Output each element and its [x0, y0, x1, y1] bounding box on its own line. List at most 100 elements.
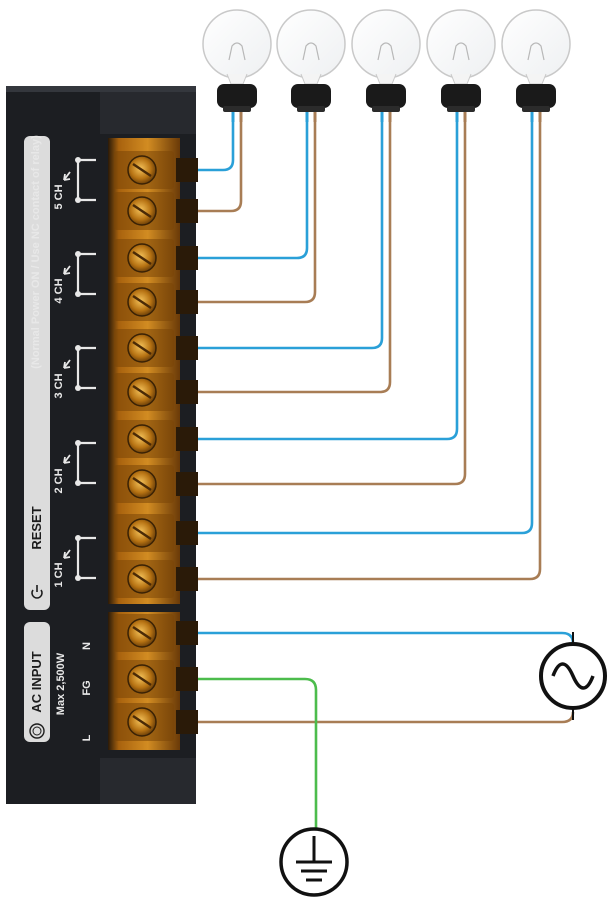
channel-label-plate: [24, 136, 50, 610]
wire-live-ch5: [196, 120, 235, 172]
bulb-filament: [377, 42, 395, 61]
panel-labels: (Normal Power ON / Use NC contact of rel…: [29, 135, 93, 741]
channel-label-3: 3 CH: [53, 373, 65, 398]
bulb-socket: [441, 84, 481, 108]
channel-label-2: 2 CH: [53, 468, 65, 493]
relay-arrow: [63, 454, 71, 464]
bulb-socket: [217, 84, 257, 108]
bulb-socket-base: [522, 106, 550, 112]
bulb-glass: [202, 9, 272, 79]
relay-symbol-icon: [63, 345, 96, 391]
terminal-lug: [176, 290, 198, 314]
relay-arrow: [63, 171, 71, 181]
relay-note: (Normal Power ON / Use NC contact of rel…: [30, 135, 42, 369]
bulb-neck: [450, 73, 472, 85]
bulb-neck: [525, 73, 547, 85]
ground-icon: [279, 827, 349, 897]
wire-live-ch3: [196, 120, 384, 350]
bulb-icon: [501, 9, 571, 122]
bulb-icon: [202, 9, 272, 122]
wire-ac-l: [196, 711, 575, 724]
bulb-glass: [501, 9, 571, 79]
screw-slot: [132, 714, 152, 730]
channel-label-1: 1 CH: [53, 562, 65, 587]
screw-slot: [132, 671, 152, 687]
bulb-neck: [226, 73, 248, 85]
bulb-icon: [276, 9, 346, 122]
wire-live-ch2: [196, 120, 459, 441]
terminal-letter-n: N: [81, 642, 93, 650]
wire-live-ch4: [196, 120, 309, 260]
terminal-letter-l: L: [81, 734, 93, 741]
relay-symbol-icon: [63, 251, 96, 297]
terminal-lug: [176, 336, 198, 360]
screw-slot: [132, 525, 152, 541]
ac-logo-icon: [29, 723, 45, 739]
relay-symbols: [63, 157, 96, 581]
screw-slot: [132, 340, 152, 356]
terminal-lug: [176, 199, 198, 223]
screw-slot: [132, 203, 152, 219]
relay-symbol-icon: [63, 440, 96, 486]
terminal-letter-fg: FG: [81, 680, 93, 695]
terminal-lug: [176, 158, 198, 182]
wire-neutral-ch2: [196, 120, 467, 486]
power-reset-icon: [31, 585, 43, 599]
terminal-lug: [176, 246, 198, 270]
screw-slot: [132, 476, 152, 492]
relay-arrow: [63, 359, 71, 369]
ac-label-plate: [24, 622, 50, 742]
ac-input-label: AC INPUT: [29, 651, 44, 712]
bulb-socket-base: [447, 106, 475, 112]
terminal-lug: [176, 472, 198, 496]
terminal-lug: [176, 521, 198, 545]
wire-ac-n: [196, 631, 575, 644]
screw-slot: [132, 162, 152, 178]
bulb-socket-base: [372, 106, 400, 112]
bulb-glass: [276, 9, 346, 79]
bulb-glass: [351, 9, 421, 79]
screw-slot: [132, 571, 152, 587]
bulb-socket-base: [297, 106, 325, 112]
bulb-filament: [527, 42, 545, 61]
bulbs: [202, 9, 571, 122]
terminal-lug: [176, 380, 198, 404]
terminal-lug: [176, 567, 198, 591]
screw-slot: [132, 431, 152, 447]
bulb-neck: [375, 73, 397, 85]
wire-neutral-ch1: [196, 120, 542, 581]
ac-source-icon: [539, 632, 607, 720]
bulb-filament: [452, 42, 470, 61]
bulb-socket: [516, 84, 556, 108]
wire-live-ch1: [196, 120, 534, 535]
screw-slot: [132, 294, 152, 310]
wires: [196, 120, 575, 830]
wire-neutral-ch3: [196, 120, 392, 394]
bulb-icon: [426, 9, 496, 122]
bulb-socket-base: [223, 106, 251, 112]
terminal-lug: [176, 710, 198, 734]
channel-label-4: 4 CH: [53, 278, 65, 303]
bulb-icon: [351, 9, 421, 122]
relay-arrow: [63, 549, 71, 559]
wire-neutral-ch4: [196, 120, 317, 304]
bulb-filament: [228, 42, 246, 61]
channel-label-5: 5 CH: [53, 184, 65, 209]
wire-ground: [196, 677, 318, 830]
max-rating-label: Max 2,500W: [55, 652, 67, 715]
terminal-lug: [176, 667, 198, 691]
bulb-neck: [300, 73, 322, 85]
bulb-filament: [302, 42, 320, 61]
bulb-socket: [366, 84, 406, 108]
relay-arrow: [63, 265, 71, 275]
relay-symbol-icon: [63, 535, 96, 581]
relay-symbol-icon: [63, 157, 96, 203]
screw-slot: [132, 384, 152, 400]
wire-neutral-ch5: [196, 120, 243, 213]
terminal-lug: [176, 427, 198, 451]
bulb-socket: [291, 84, 331, 108]
screw-slot: [132, 250, 152, 266]
terminal-block: [108, 138, 198, 750]
reset-label: RESET: [29, 506, 44, 549]
